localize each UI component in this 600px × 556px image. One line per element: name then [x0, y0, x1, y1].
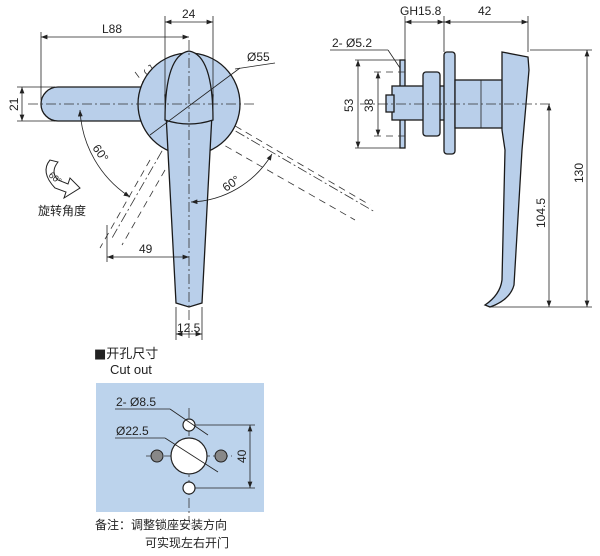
hole-spacing-dimension: 38	[362, 98, 376, 112]
small-holes-dimension: 2- Ø8.5	[116, 395, 156, 409]
rotation-caption: 旋转角度	[38, 203, 86, 218]
depth-dimension: 42	[478, 4, 492, 18]
main-hole-dimension: Ø22.5	[116, 424, 149, 438]
cutout-subtitle: Cut out	[110, 362, 152, 377]
hub-width-dimension: 24	[182, 7, 196, 21]
hub-dome	[164, 50, 214, 125]
flange	[443, 51, 456, 155]
right-pin-hole	[214, 449, 228, 463]
handle-horizontal	[40, 86, 146, 122]
angle-left-label: 60°	[90, 142, 112, 165]
angle-right-label: 60°	[220, 172, 243, 194]
offset-dimension: 49	[139, 242, 153, 256]
center-to-tip-dimension: 104.5	[534, 198, 548, 228]
cutout-title: ■开孔尺寸	[94, 347, 158, 362]
left-pin-hole	[150, 449, 164, 463]
grip-dimension: GH15.8	[400, 4, 442, 18]
rotation-arrow-icon: 60°	[45, 159, 81, 200]
side-view: GH15.8 42 2- Ø5.2 53 38 104.5 130	[330, 4, 592, 308]
bottom-hole	[182, 481, 196, 495]
length-dimension: L88	[102, 22, 122, 36]
note-line-1: 备注：调整锁座安装方向	[95, 517, 227, 532]
main-hole	[170, 437, 208, 475]
mount-holes-dimension: 2- Ø5.2	[332, 36, 372, 50]
plate-height-dimension: 53	[342, 98, 356, 112]
screw-head	[385, 94, 395, 113]
total-height-dimension: 130	[572, 163, 586, 183]
cutout-diagram: ■开孔尺寸 Cut out 2- Ø8.5 Ø22.5 40	[94, 347, 264, 520]
spacing-dimension: 40	[235, 449, 249, 463]
note-line-2: 可实现左右开门	[145, 535, 229, 550]
diameter-dimension: Ø55	[247, 50, 270, 64]
front-view: L88 24 Ø55 21 60° 60° 49 12.5 60° 旋转角度	[7, 7, 376, 340]
tip-width-dimension: 12.5	[177, 321, 201, 335]
handle-height-dimension: 21	[7, 97, 21, 111]
